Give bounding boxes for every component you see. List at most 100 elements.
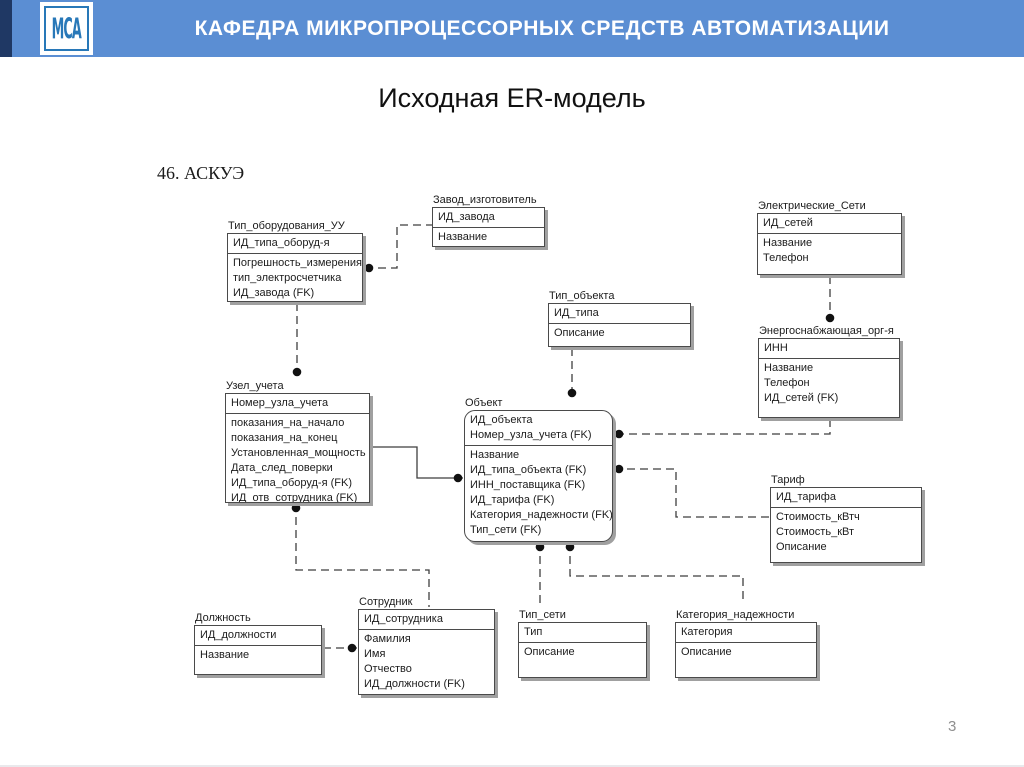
entity-attributes: Описание	[519, 643, 646, 662]
entity-key-attributes: ИД_завода	[433, 208, 544, 228]
attribute: Имя	[364, 648, 386, 660]
entity-name: Объект	[465, 397, 503, 409]
attribute: ИД_типа_объекта (FK)	[470, 464, 587, 476]
entity-name: Категория_надежности	[676, 609, 795, 621]
attribute: Фамилия	[364, 633, 411, 645]
entity-name: Тариф	[771, 474, 805, 486]
entity-key-attributes: ИД_сотрудника	[359, 610, 494, 630]
attribute: Описание	[776, 541, 827, 553]
attribute: Описание	[681, 646, 732, 658]
key-attribute: ИД_должности	[200, 629, 277, 641]
key-attribute: Номер_узла_учета (FK)	[470, 429, 592, 441]
key-attribute: Категория	[681, 626, 733, 638]
key-attribute: ИД_объекта	[470, 414, 533, 426]
header-accent-stripe	[0, 0, 12, 57]
attribute: Название	[764, 362, 814, 374]
header-bar: МСА КАФЕДРА МИКРОПРОЦЕССОРНЫХ СРЕДСТВ АВ…	[0, 0, 1024, 57]
attribute: Название	[470, 449, 520, 461]
entity-name: Тип_оборудования_УУ	[228, 220, 345, 232]
key-attribute: ИД_сотрудника	[364, 613, 443, 625]
key-attribute: ИД_тарифа	[776, 491, 836, 503]
entity-key-attributes: Номер_узла_учета	[226, 394, 369, 414]
entity-key-attributes: ИД_типа	[549, 304, 690, 324]
entity-key-attributes: ИД_типа_оборуд-я	[228, 234, 362, 254]
key-attribute: ИД_типа	[554, 307, 599, 319]
attribute: Описание	[554, 327, 605, 339]
entity-key-attributes: Тип	[519, 623, 646, 643]
attribute: Стоимость_кВт	[776, 526, 855, 538]
entity-key-attributes: ИНН	[759, 339, 899, 359]
attribute: Название	[763, 237, 813, 249]
key-attribute: Тип	[524, 626, 543, 638]
attribute: Описание	[524, 646, 575, 658]
diagram-label: 46. АСКУЭ	[157, 163, 245, 183]
attribute: Тип_сети (FK)	[470, 524, 542, 536]
attribute: Отчество	[364, 663, 412, 675]
entity-attributes: Название	[195, 646, 321, 665]
attribute: показания_на_начало	[231, 417, 345, 429]
entity-name: Тип_сети	[519, 609, 566, 621]
header-title: КАФЕДРА МИКРОПРОЦЕССОРНЫХ СРЕДСТВ АВТОМА…	[194, 16, 890, 40]
key-attribute: ИД_типа_оборуд-я	[233, 237, 330, 249]
slide-bottom-divider	[0, 765, 1024, 767]
key-attribute: ИД_сетей	[763, 217, 813, 229]
attribute: тип_электросчетчика	[233, 272, 342, 284]
entity-key-attributes: ИД_тарифа	[771, 488, 921, 508]
entity-attributes: Название	[433, 228, 544, 246]
attribute: Стоимость_кВтч	[776, 511, 860, 523]
attribute: Телефон	[764, 377, 810, 389]
entity-name: Электрические_Сети	[758, 200, 866, 212]
page-number: 3	[948, 718, 957, 735]
entity-name: Сотрудник	[359, 596, 413, 608]
entity-name: Должность	[195, 612, 251, 624]
attribute: ИД_должности (FK)	[364, 678, 465, 690]
key-attribute: Номер_узла_учета	[231, 397, 329, 409]
attribute: показания_на_конец	[231, 432, 338, 444]
slide-title: Исходная ER-модель	[378, 83, 646, 113]
entity-key-attributes: Категория	[676, 623, 816, 643]
attribute: Установленная_мощность	[231, 447, 366, 459]
attribute: Название	[438, 231, 488, 243]
logo-monogram: МСА	[51, 11, 82, 46]
logo-frame: МСА	[44, 6, 89, 51]
attribute: Название	[200, 649, 250, 661]
entity-name: Завод_изготовитель	[433, 194, 537, 206]
logo: МСА	[40, 2, 93, 55]
entity-name: Тип_объекта	[549, 290, 615, 302]
key-attribute: ИНН	[764, 342, 788, 354]
entity-attributes: Описание	[676, 643, 816, 662]
entity-key-attributes: ИД_сетей	[758, 214, 901, 234]
attribute: Дата_след_поверки	[231, 462, 333, 474]
attribute: Категория_надежности (FK)	[470, 509, 613, 521]
entity-name: Узел_учета	[226, 380, 284, 392]
key-attribute: ИД_завода	[438, 211, 495, 223]
